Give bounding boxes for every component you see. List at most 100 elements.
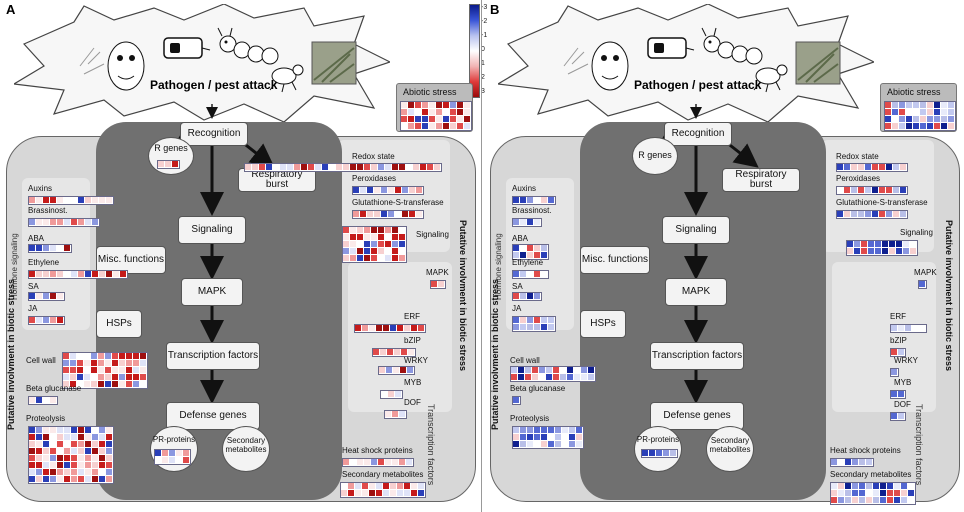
heatmap-cell	[106, 427, 112, 433]
heatmap-cell	[99, 469, 105, 475]
heatmap-cell	[29, 469, 35, 475]
heatmap-cell	[880, 497, 886, 503]
heatmap-cell	[520, 293, 526, 299]
heatmap-cell	[36, 219, 42, 225]
heatmap-cell	[92, 469, 98, 475]
heatmap-cell	[859, 483, 865, 489]
heatmap-cell	[541, 271, 547, 277]
heatmap-cell	[880, 490, 886, 496]
heatmap-cell	[464, 109, 470, 115]
heatmap-cell	[155, 450, 161, 456]
heatmap-cell	[885, 109, 891, 115]
heatmap-cell	[350, 241, 356, 247]
heatmap-cell	[364, 234, 370, 240]
dof-label: DOF	[404, 398, 421, 407]
caterpillar-icon	[701, 27, 763, 65]
heatmap-cell	[308, 164, 314, 170]
heatmap-cell	[866, 483, 872, 489]
heatmap-cell	[98, 353, 104, 359]
heatmap-cell	[169, 450, 175, 456]
heatmap-cell	[534, 317, 540, 323]
heatmap-cell	[837, 187, 843, 193]
heatmap-cell	[57, 245, 63, 251]
heatmap-cell	[140, 381, 146, 387]
heatmap-cell	[50, 219, 56, 225]
heatmap-cell	[457, 123, 463, 129]
heatmap-cell	[71, 448, 77, 454]
heatmap-cell	[176, 457, 182, 463]
heatmap-cell	[92, 441, 98, 447]
transcription-factors-side-label: Transcription factors	[914, 404, 924, 486]
heatmap-cell	[844, 211, 850, 217]
heatmap-cell	[99, 197, 105, 203]
wrky-label: WRKY	[894, 356, 918, 365]
ja-label: JA	[28, 304, 38, 313]
heatmap-cell	[908, 490, 914, 496]
heatmap-cell	[407, 367, 413, 373]
heatmap-cell	[343, 241, 349, 247]
heatmap-cell	[70, 381, 76, 387]
mapk-node: MAPK	[665, 278, 727, 306]
heatmap-cell	[464, 123, 470, 129]
heatmap-cell	[99, 455, 105, 461]
heatmap-cell	[399, 411, 405, 417]
heatmap-cell	[369, 483, 375, 489]
heatmap-cell	[106, 455, 112, 461]
heatmap-cell	[399, 248, 405, 254]
abiotic-stress-label: Abiotic stress	[887, 87, 941, 97]
heatmap-cell	[71, 462, 77, 468]
heatmap-cell	[165, 161, 171, 167]
heatmap-cell	[859, 497, 865, 503]
heatmap-cell	[513, 434, 519, 440]
heatmap-cell	[941, 102, 947, 108]
heatmap-cell	[71, 469, 77, 475]
heatmap-cell	[886, 211, 892, 217]
myb-label: MYB	[404, 378, 422, 387]
heatmap-cell	[397, 325, 403, 331]
heatmap-cell	[854, 241, 860, 247]
heatmap-cell	[36, 462, 42, 468]
heatmap-cell	[443, 109, 449, 115]
heatmap-cell	[64, 448, 70, 454]
right-side-label: Putative involvment in biotic stress	[458, 220, 468, 372]
heatmap-cell	[29, 462, 35, 468]
heatmap-cell	[362, 490, 368, 496]
heatmap-cell	[831, 459, 837, 465]
heatmap-cell	[392, 227, 398, 233]
pr-proteins-heatmap	[641, 449, 678, 458]
heatmap-cell	[390, 490, 396, 496]
heatmap-cell	[50, 197, 56, 203]
heatmap-cell	[879, 187, 885, 193]
heatmap-cell	[112, 374, 118, 380]
heatmap-cell	[875, 241, 881, 247]
heatmap-cell	[948, 123, 954, 129]
heatmap-cell	[399, 164, 405, 170]
plant-photo-icon	[795, 41, 841, 85]
heatmap-cell	[875, 248, 881, 254]
heatmap-cell	[383, 325, 389, 331]
heatmap-cell	[859, 459, 865, 465]
gst-heatmap	[836, 210, 908, 219]
heatmap-cell	[408, 116, 414, 122]
heatmap-cell	[301, 164, 307, 170]
heatmap-cell	[388, 391, 394, 397]
heatmap-cell	[343, 164, 349, 170]
dof-label: DOF	[894, 400, 911, 409]
redox-box	[822, 140, 934, 252]
heatmap-cell	[443, 123, 449, 129]
abiotic-stress-box: Abiotic stress	[880, 83, 957, 132]
heatmap-cell	[78, 434, 84, 440]
heatmap-cell	[322, 164, 328, 170]
heatmap-cell	[401, 109, 407, 115]
heatmap-cell	[588, 367, 594, 373]
heatmap-cell	[553, 367, 559, 373]
heatmap-cell	[408, 102, 414, 108]
heatmap-cell	[355, 325, 361, 331]
wrky-label: WRKY	[404, 356, 428, 365]
heatmap-cell	[858, 187, 864, 193]
heatmap-cell	[392, 255, 398, 261]
heatmap-cell	[140, 353, 146, 359]
heatmap-cell	[513, 245, 519, 251]
pr-proteins-heatmap	[154, 449, 191, 465]
heatmap-cell	[847, 241, 853, 247]
